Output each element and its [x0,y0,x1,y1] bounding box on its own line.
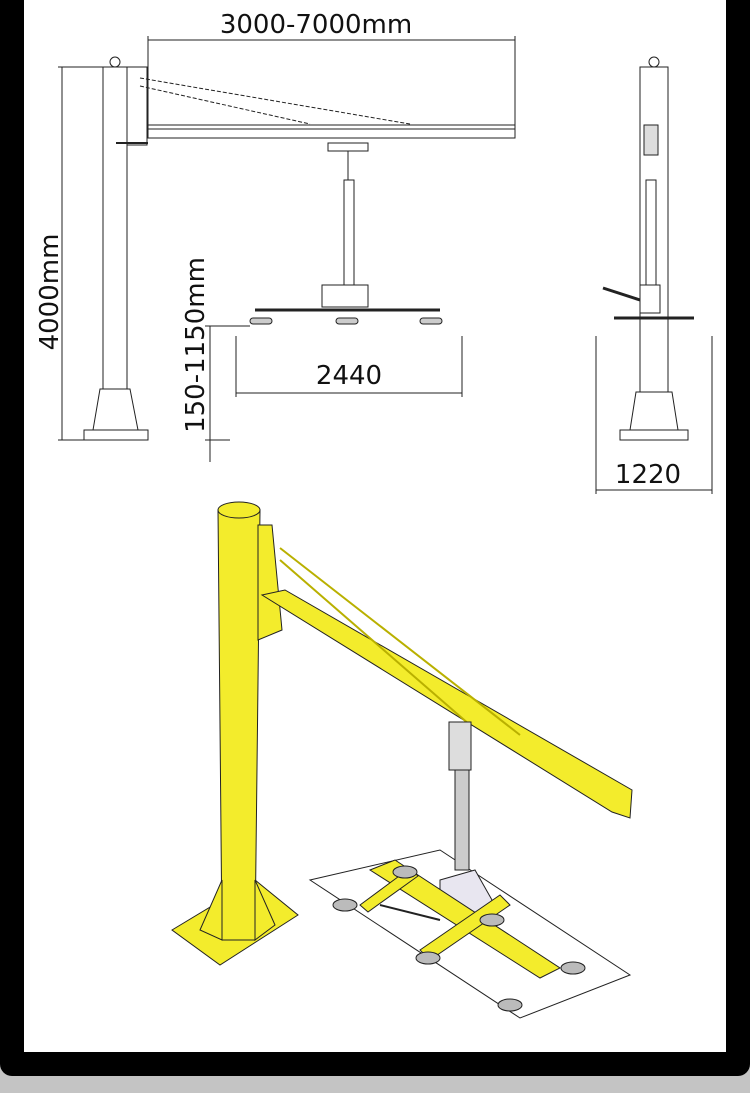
frame-length-dimension-label: 2440 [316,361,382,391]
cable [139,85,311,125]
column-base-plate [83,429,149,441]
beam-bracket [126,66,148,146]
lift-cylinder [343,179,355,286]
suction-cups [332,865,586,1012]
vacuum-unit [321,284,369,308]
column-base-gusset [92,388,139,431]
column-eye [109,56,121,68]
isometric-view [171,501,633,1019]
cable [279,559,471,726]
column [102,66,128,390]
beam [147,124,516,139]
handle [602,286,641,302]
frame-width-dimension-label: 1220 [615,460,681,490]
front-view [595,56,713,494]
side-view [58,36,516,462]
height-dimension-label: 4000mm [35,234,65,351]
trolley [327,142,369,152]
cable [279,547,521,736]
beam-bracket [257,524,283,641]
column [217,509,261,941]
vacuum-unit [639,284,661,314]
lift-cylinder [454,769,470,871]
column [639,66,669,393]
span-dimension-label: 3000-7000mm [220,10,412,40]
lift-range-dimension-label: 150-1150mm [181,257,211,433]
cable [139,77,411,125]
